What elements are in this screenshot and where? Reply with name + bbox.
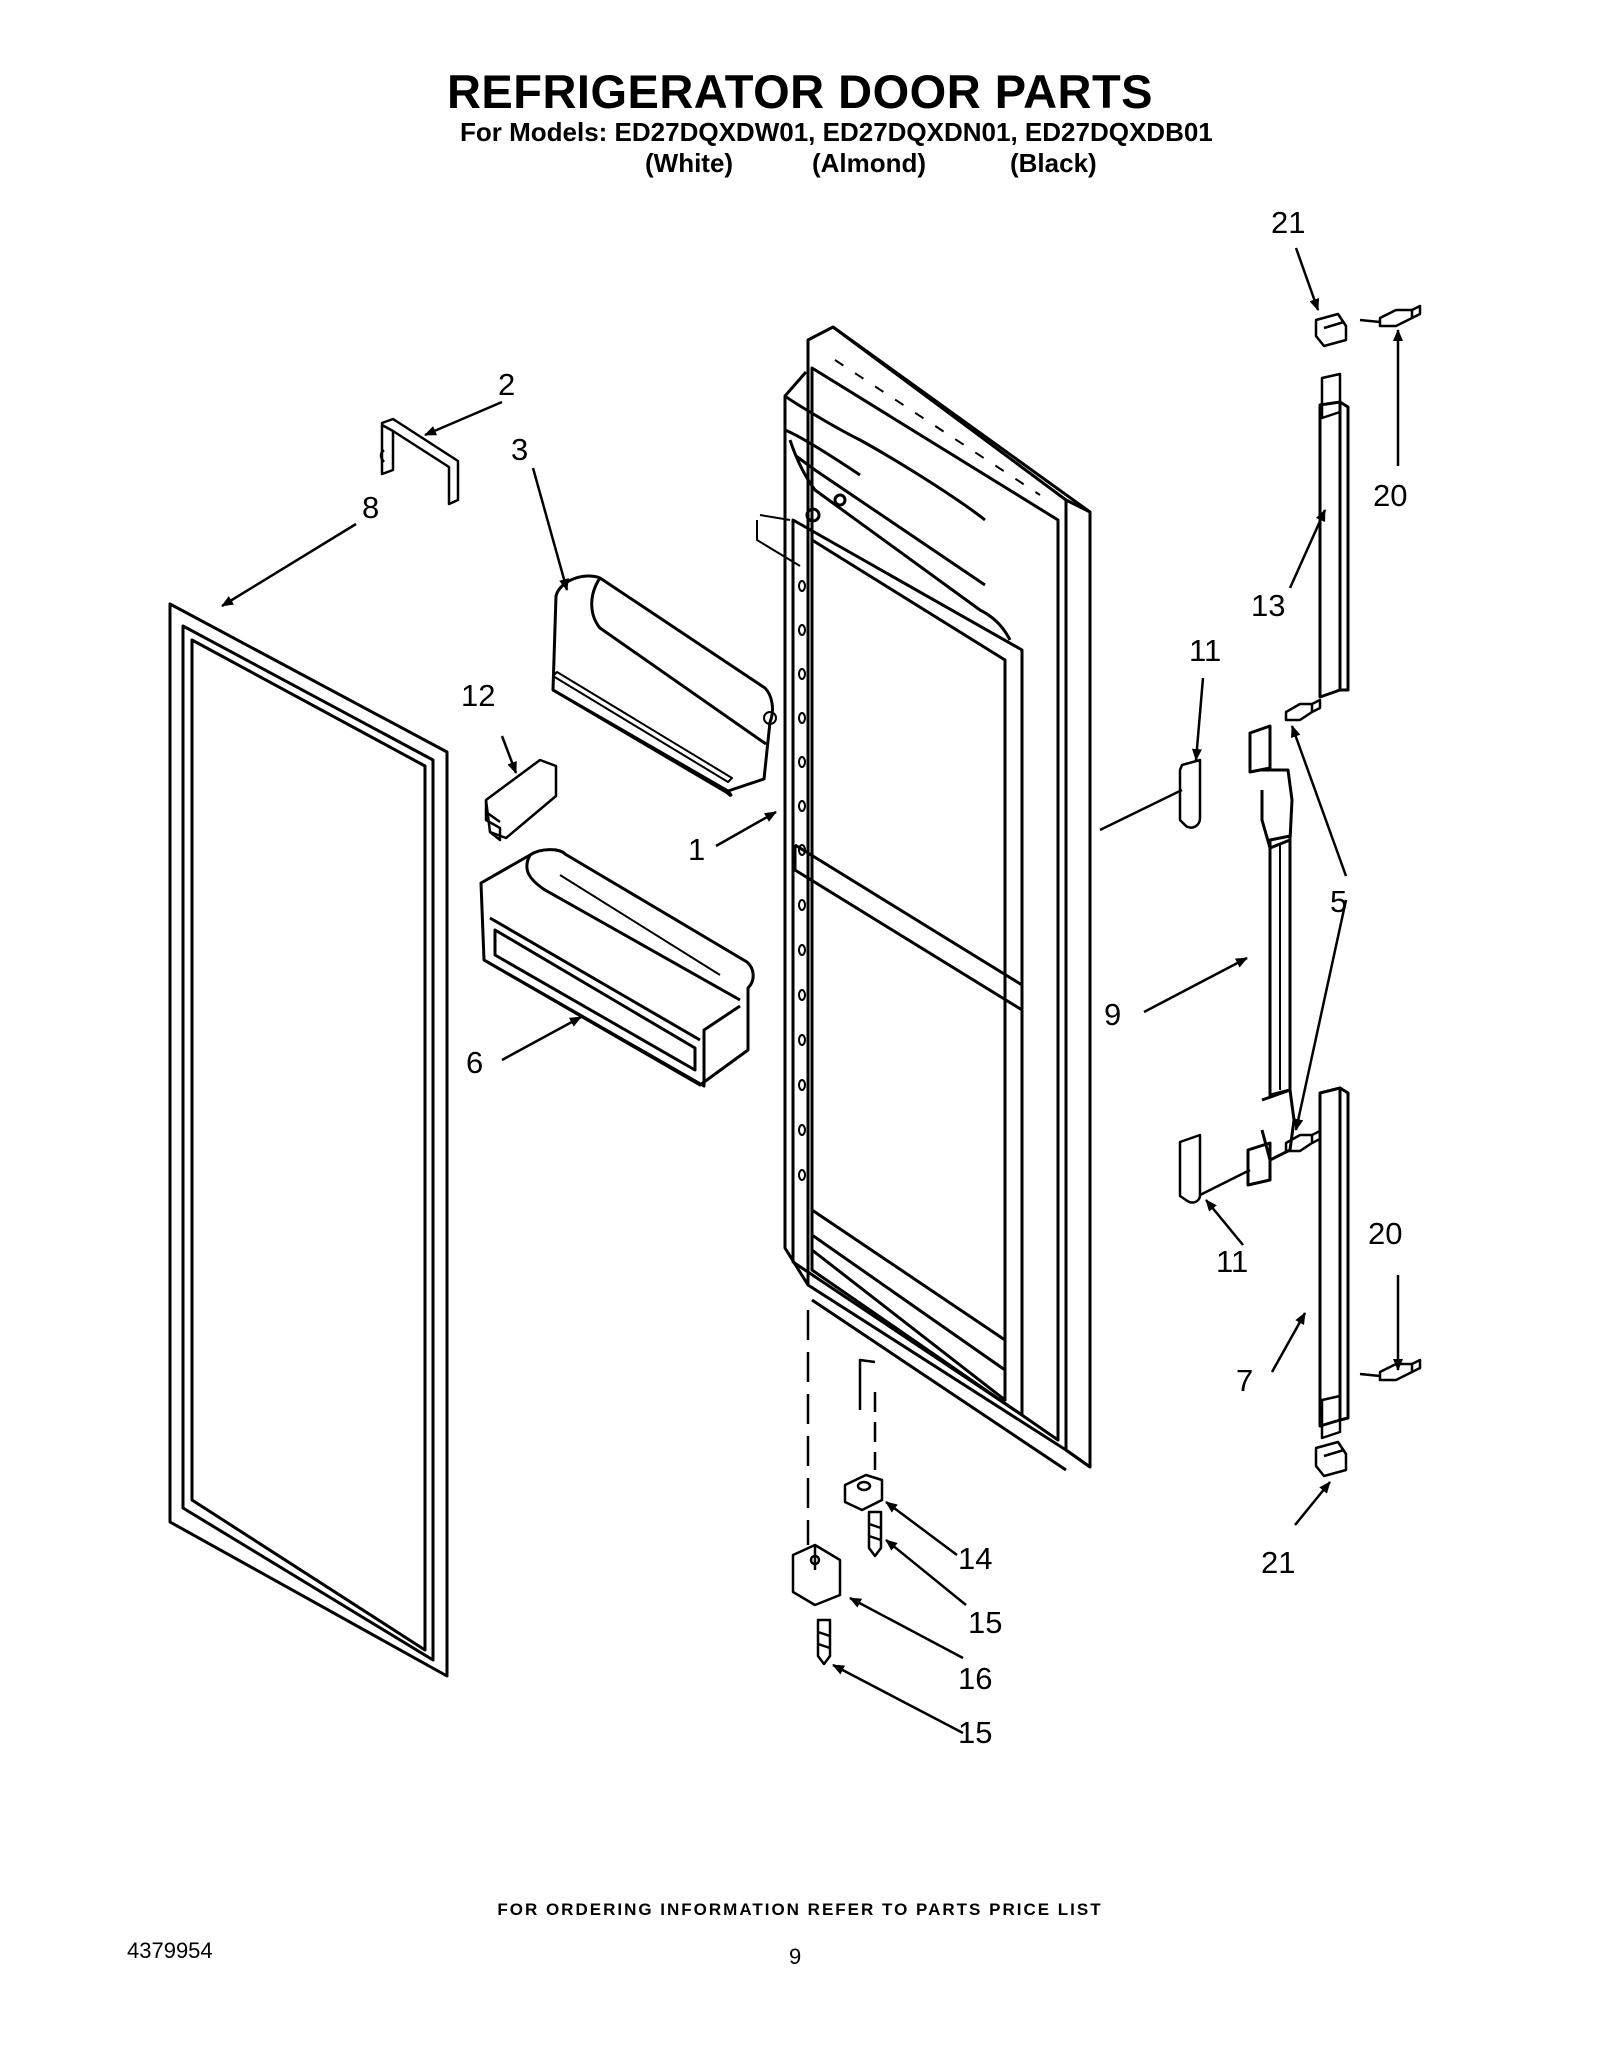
callout-2: 2 xyxy=(498,367,515,402)
callout-21-lower: 21 xyxy=(1261,1545,1295,1580)
handle-spacer-upper-part xyxy=(1099,758,1202,832)
callout-7: 7 xyxy=(1236,1363,1253,1398)
hinge-screw-upper-part xyxy=(867,1510,883,1558)
callout-9: 9 xyxy=(1104,997,1121,1032)
end-cap-lower-part xyxy=(1314,1440,1348,1478)
page-number: 9 xyxy=(789,1944,802,1969)
door-gasket-part xyxy=(168,602,449,1678)
callout-16: 16 xyxy=(958,1661,992,1696)
upper-handle-trim-part xyxy=(1318,372,1350,699)
handle-mount-screw-upper-part xyxy=(1284,698,1322,722)
variant-black: (Black) xyxy=(1010,148,1097,178)
door-bin-part xyxy=(479,848,755,1088)
door-handle-part xyxy=(1246,724,1296,1187)
hinge-screw-lower-part xyxy=(816,1618,832,1666)
ordering-note: FOR ORDERING INFORMATION REFER TO PARTS … xyxy=(497,1900,1103,1919)
callout-13: 13 xyxy=(1251,588,1285,623)
variant-almond: (Almond) xyxy=(812,148,927,178)
callout-20-upper: 20 xyxy=(1373,478,1407,513)
handle-screw-lower-part xyxy=(1359,1358,1422,1382)
callout-3: 3 xyxy=(511,432,528,467)
page-title: REFRIGERATOR DOOR PARTS xyxy=(446,65,1154,118)
callout-1: 1 xyxy=(688,832,705,867)
lower-handle-trim-part xyxy=(1318,1086,1350,1440)
shelf-support-part xyxy=(484,758,558,842)
leader-lines xyxy=(221,247,1403,1735)
callout-20-lower: 20 xyxy=(1368,1216,1402,1251)
door-liner-part xyxy=(756,325,1092,1472)
liner-shelf-holes xyxy=(798,580,806,1181)
callout-12: 12 xyxy=(461,678,495,713)
callout-15-lower: 15 xyxy=(958,1715,992,1750)
models-line: For Models: ED27DQXDW01, ED27DQXDN01, ED… xyxy=(460,117,1213,147)
callout-8: 8 xyxy=(362,490,379,525)
document-number: 4379954 xyxy=(127,1938,213,1963)
callout-21-upper: 21 xyxy=(1271,205,1305,240)
hinge-bushing-part xyxy=(843,1358,884,1512)
callout-5: 5 xyxy=(1330,884,1347,919)
callout-14: 14 xyxy=(958,1541,992,1576)
callout-11-upper: 11 xyxy=(1189,633,1221,668)
callout-15-upper: 15 xyxy=(968,1605,1002,1640)
handle-screw-upper-part xyxy=(1359,304,1422,328)
door-hinge-part xyxy=(791,1310,842,1607)
end-cap-upper-part xyxy=(1314,312,1348,348)
callout-6: 6 xyxy=(466,1045,483,1080)
variant-white: (White) xyxy=(645,148,734,178)
dairy-door-clip-part xyxy=(379,417,460,506)
handle-spacer-lower-part xyxy=(1178,1133,1251,1204)
callout-11-lower: 11 xyxy=(1216,1244,1248,1279)
dairy-door-part xyxy=(551,574,777,798)
callout-labels: 21 2 3 8 20 13 11 12 1 5 9 6 11 20 7 21 … xyxy=(362,205,1407,1750)
